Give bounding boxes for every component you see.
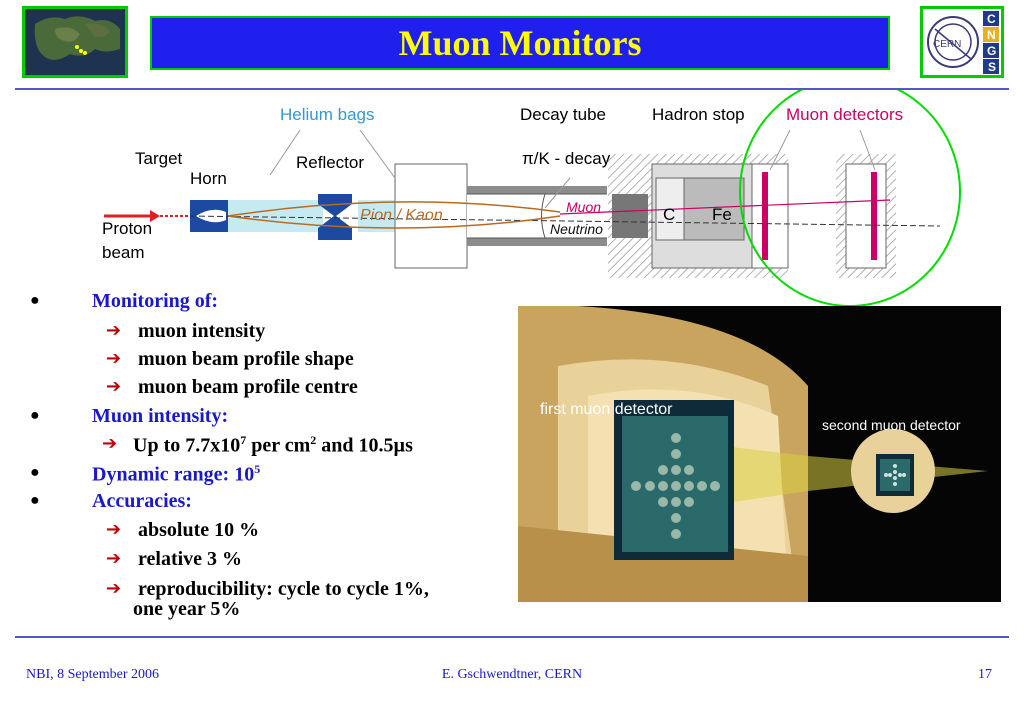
label-pion-kaon: Pion / Kaon [360, 207, 443, 224]
cngs-letter: G [987, 44, 996, 58]
target-chamber [394, 163, 468, 269]
label-iron: Fe [712, 205, 732, 224]
cern-cngs-logo: CERN C N G S [920, 6, 1004, 78]
label-decay-tube: Decay tube [520, 105, 606, 124]
cern-logo-image: CERN C N G S [927, 11, 999, 74]
second-detector-cavern [845, 163, 887, 269]
arrow-right-icon: ➔ [102, 433, 118, 454]
label-proton: Proton [102, 219, 152, 238]
label-horn: Horn [190, 169, 227, 188]
label-beam: beam [102, 243, 145, 262]
footer-divider [15, 636, 1009, 638]
arrow-right-icon: ➔ [106, 320, 122, 341]
reflector-shape [318, 194, 352, 240]
helium-bag-1 [228, 200, 323, 232]
label-neutrino: Neutrino [550, 221, 603, 237]
arrow-right-icon: ➔ [106, 376, 122, 397]
label-pik-decay: π/K - decay [522, 149, 611, 168]
europe-map-image [25, 9, 125, 75]
helium-bag-2 [358, 200, 398, 232]
arrow-right-icon: ➔ [106, 578, 122, 599]
europe-map-logo [22, 6, 128, 78]
label-muon: Muon [566, 199, 601, 215]
first-detector-grid [631, 433, 720, 539]
label-hadron-stop: Hadron stop [652, 105, 745, 124]
label-second-muon-detector: second muon detector [822, 417, 961, 433]
page-title: Muon Monitors [398, 23, 642, 63]
muon-detector-1 [762, 172, 768, 260]
iron-block [683, 177, 745, 241]
cngs-letter: C [987, 12, 996, 26]
list-item-continuation: one year 5% [133, 598, 241, 620]
cngs-letter: S [988, 60, 996, 74]
muon-detector-2 [871, 172, 877, 260]
footer-date: NBI, 8 September 2006 [26, 667, 159, 682]
label-helium-bags: Helium bags [280, 105, 375, 124]
label-reflector: Reflector [296, 153, 364, 172]
arrow-right-icon: ➔ [106, 548, 122, 569]
beamline-diagram: Helium bags Decay tube Hadron stop Muon … [102, 90, 961, 307]
label-target: Target [135, 149, 183, 168]
label-carbon: C [663, 205, 675, 224]
cngs-letter: N [987, 28, 996, 42]
title-bar: Muon Monitors [150, 16, 890, 70]
page-number: 17 [978, 667, 992, 682]
label-first-muon-detector: first muon detector [540, 401, 673, 418]
arrow-right-icon: ➔ [106, 348, 122, 369]
footer-author: E. Gschwendtner, CERN [441, 667, 583, 682]
arrow-right-icon: ➔ [106, 519, 122, 540]
header-divider [15, 88, 1009, 90]
label-muon-detectors: Muon detectors [786, 105, 903, 124]
cern-logo-text: CERN [933, 39, 961, 50]
detector-rendering-image: first muon detector second muon detector [518, 306, 1001, 602]
